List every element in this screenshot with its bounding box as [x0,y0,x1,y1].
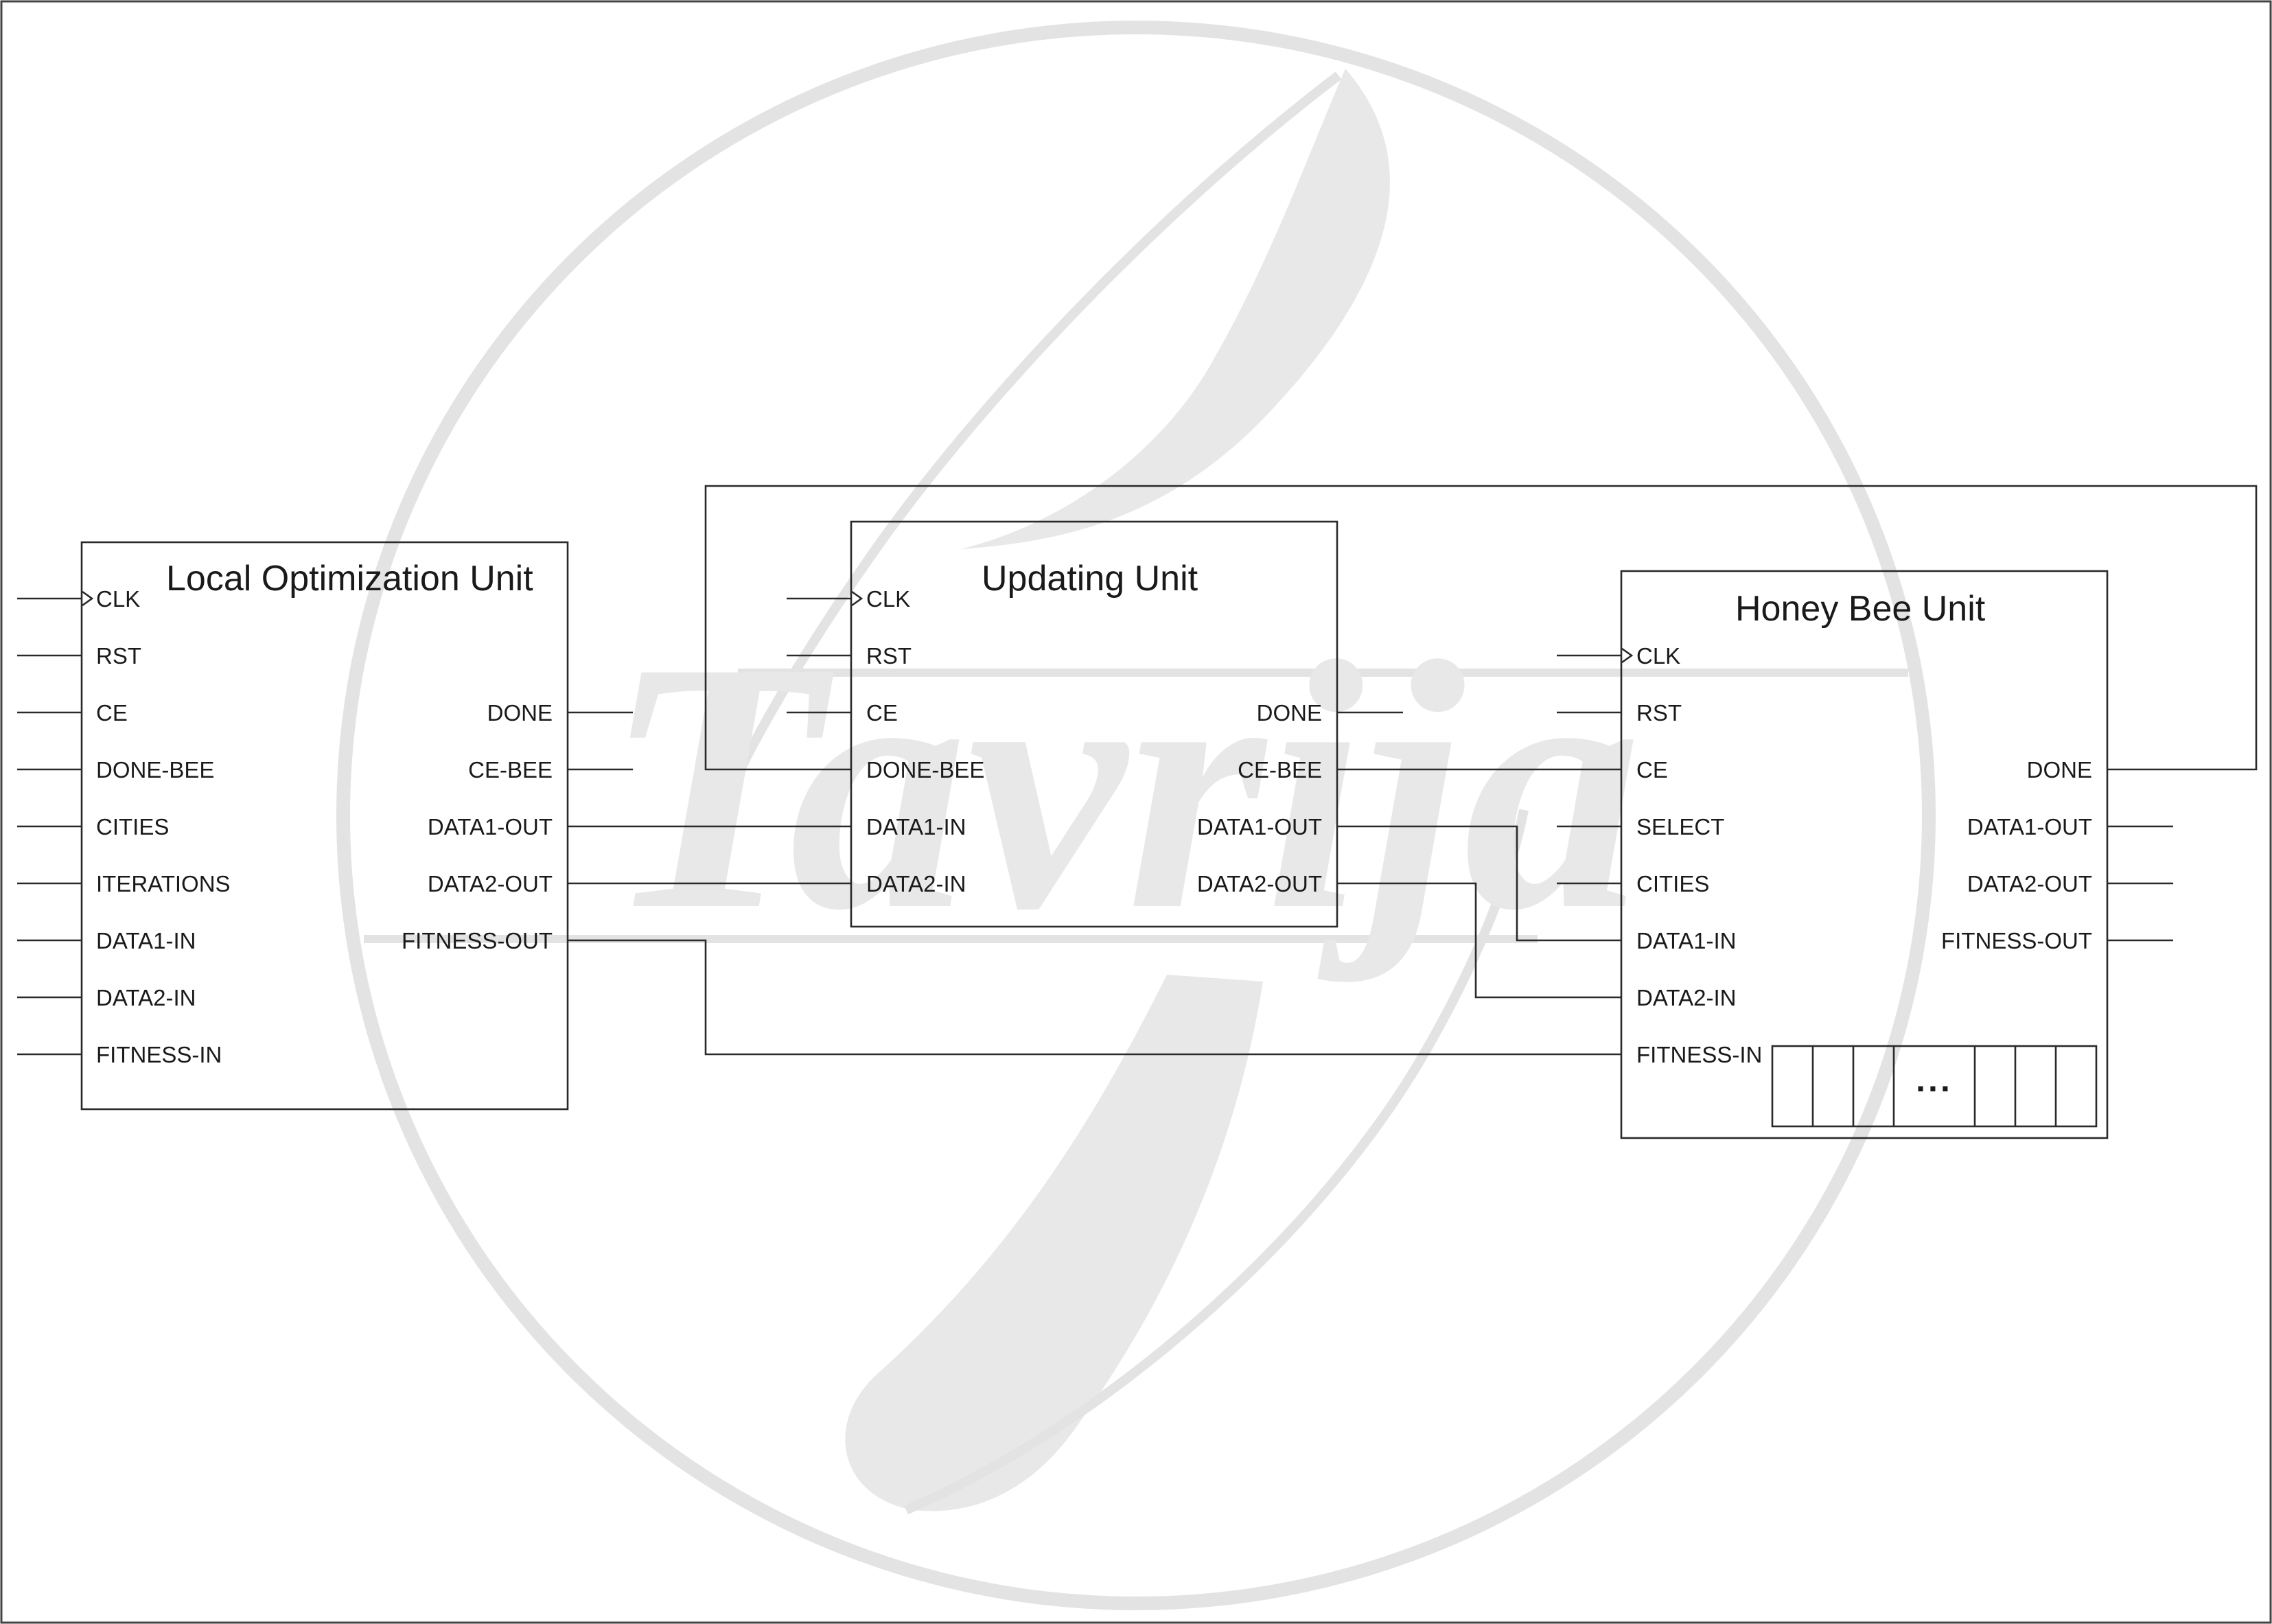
local-optimization-unit-title: Local Optimization Unit [166,559,533,599]
lou-port-data2-in: DATA2-IN [96,985,196,1010]
hbu-port-data1-in: DATA1-IN [1636,928,1736,953]
lou-port-iterations: ITERATIONS [96,871,231,896]
lou-port-fitness-in: FITNESS-IN [96,1042,222,1067]
hbu-port-rst: RST [1636,700,1682,726]
watermark-lettering: Tavrija [604,589,1642,984]
lou-port-fitness-out: FITNESS-OUT [402,928,553,953]
lou-port-ce-bee: CE-BEE [468,757,553,782]
wire-lou-fitness-out-to-hbu-fitness-in [568,939,1621,1056]
local-optimization-clock-marker [82,590,94,607]
uu-port-done-bee: DONE-BEE [866,757,984,782]
lou-port-clk: CLK [96,586,140,612]
lou-port-cities: CITIES [96,814,169,839]
honey-bee-unit-block [1620,570,2109,1139]
lou-port-rst: RST [96,643,141,669]
watermark-logo: Tavrija [336,21,1936,1610]
lou-port-ce: CE [96,700,128,726]
lou-port-done: DONE [487,700,553,726]
honey-bee-register-array: ... [1771,1045,2098,1128]
uu-port-clk: CLK [866,586,910,612]
lou-port-data2-out: DATA2-OUT [428,871,553,896]
wire-hbu-done-to-uu-done-bee [704,485,2258,771]
updating-clock-marker [851,590,863,607]
uu-port-ce-bee: CE-BEE [1238,757,1322,782]
hbu-port-select: SELECT [1636,814,1724,839]
uu-port-rst: RST [866,643,912,669]
lou-port-done-bee: DONE-BEE [96,757,214,782]
wire-uu-data1-out-to-hbu-data1-in [1337,825,1621,942]
uu-port-data1-in: DATA1-IN [866,814,966,839]
hbu-port-clk: CLK [1636,643,1680,669]
honey-bee-clock-marker [1621,647,1634,664]
wire-uu-data2-out-to-hbu-data2-in [1337,882,1621,999]
uu-port-data2-in: DATA2-IN [866,871,966,896]
updating-unit-title: Updating Unit [982,559,1198,599]
uu-port-ce: CE [866,700,898,726]
hbu-port-data2-in: DATA2-IN [1636,985,1736,1010]
lou-port-data1-out: DATA1-OUT [428,814,553,839]
uu-port-data2-out: DATA2-OUT [1197,871,1322,896]
hbu-port-fitness-out: FITNESS-OUT [1941,928,2092,953]
uu-port-done: DONE [1257,700,1322,726]
hbu-port-done: DONE [2027,757,2092,782]
register-ellipsis: ... [1916,1060,1953,1099]
hbu-port-data2-out: DATA2-OUT [1967,871,2092,896]
updating-unit-block [850,520,1338,928]
lou-port-data1-in: DATA1-IN [96,928,196,953]
hbu-port-ce: CE [1636,757,1668,782]
local-optimization-input-stubs [17,597,82,1056]
uu-port-data1-out: DATA1-OUT [1197,814,1322,839]
hbu-port-data1-out: DATA1-OUT [1967,814,2092,839]
hbu-port-fitness-in: FITNESS-IN [1636,1042,1762,1067]
honey-bee-unit-title: Honey Bee Unit [1735,589,1986,629]
hbu-port-cities: CITIES [1636,871,1709,896]
